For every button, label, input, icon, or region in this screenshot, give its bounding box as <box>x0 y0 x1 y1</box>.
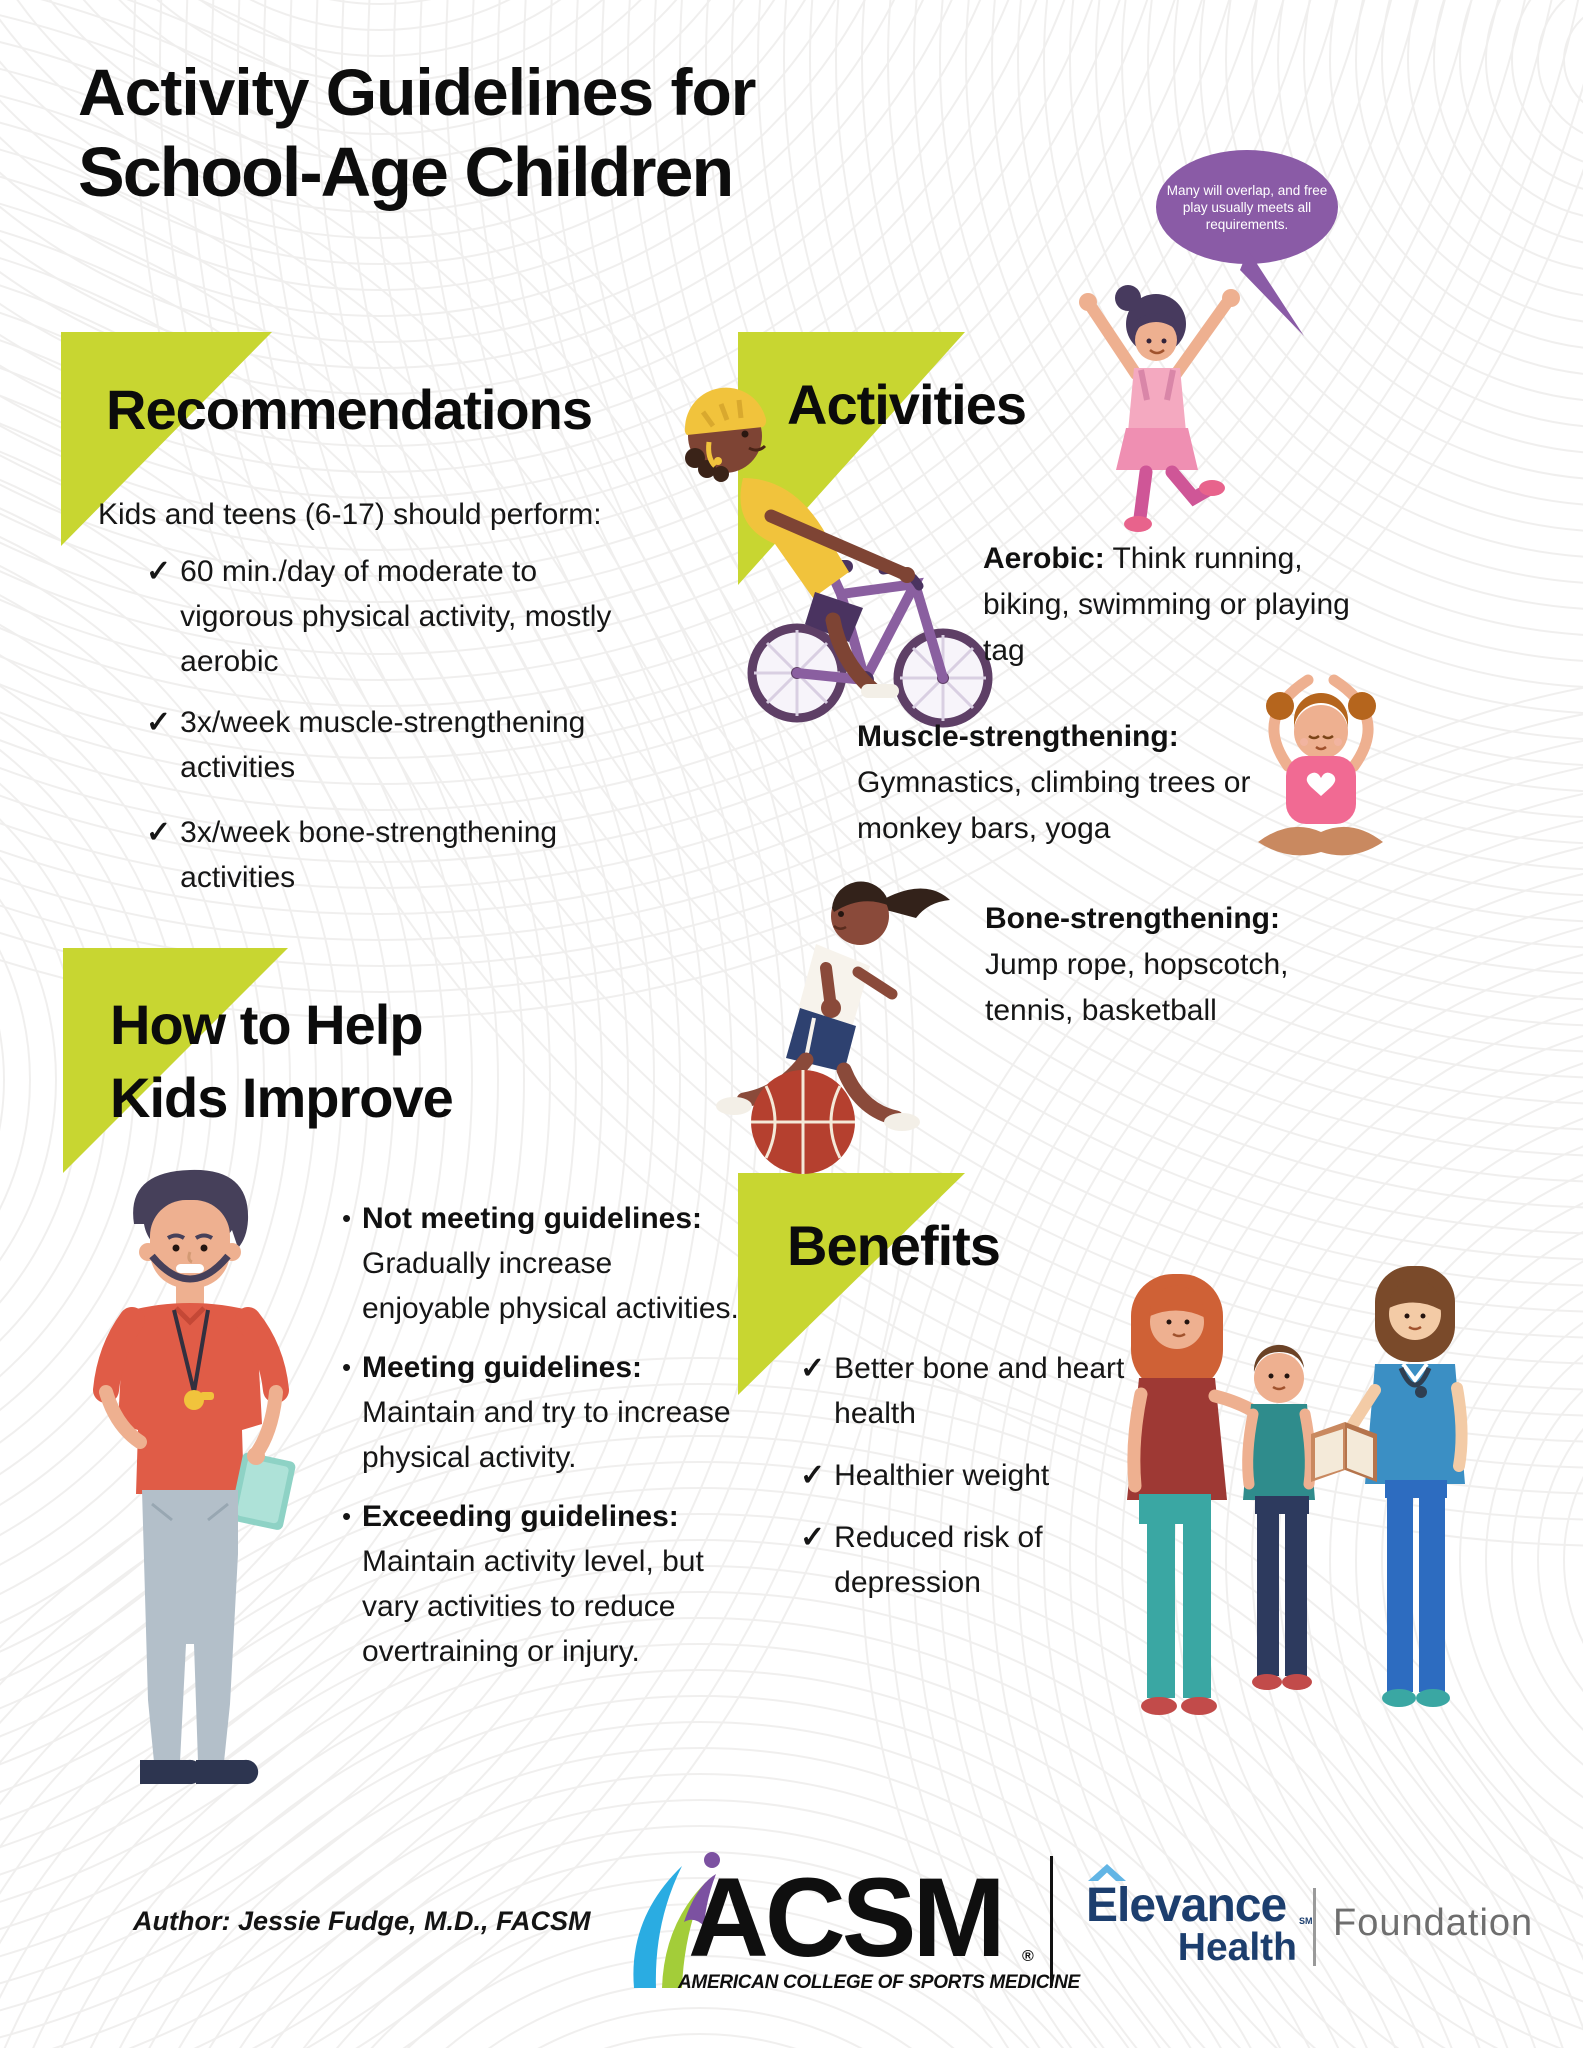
how-to-help-item-label: Exceeding guidelines: <box>362 1500 679 1533</box>
how-to-help-item: • Meeting guidelines: Maintain and try t… <box>342 1345 762 1480</box>
author-credit: Author: Jessie Fudge, M.D., FACSM <box>133 1906 591 1936</box>
recommendations-heading: Recommendations <box>106 378 593 441</box>
registered-trademark-symbol: ® <box>1022 1948 1034 1965</box>
activity-aerobic: Aerobic: Think running, biking, swimming… <box>983 536 1385 674</box>
foundation-label: Foundation <box>1333 1902 1534 1944</box>
activity-aerobic-text: Think running, biking, swimming or playi… <box>983 542 1350 667</box>
recommendation-item-text: 3x/week bone-strengthening activities <box>180 816 558 894</box>
how-to-help-item: • Not meeting guidelines: Gradually incr… <box>342 1196 762 1331</box>
bullet-icon: • <box>342 1501 352 1531</box>
benefit-item: ✓ Healthier weight <box>800 1453 1134 1498</box>
how-to-help-heading-line1: How to Help <box>110 993 424 1056</box>
benefit-item-text: Better bone and heart health <box>834 1352 1125 1430</box>
service-mark-symbol: SM <box>1299 1916 1313 1926</box>
yoga-girl-illustration <box>1258 674 1383 856</box>
checkmark-icon: ✓ <box>146 555 172 588</box>
acsm-logo-wordmark: ACSM <box>688 1855 1006 1980</box>
activity-bone: Bone-strengthening: Jump rope, hopscotch… <box>985 896 1355 1034</box>
activity-aerobic-label: Aerobic: <box>983 542 1105 575</box>
page-title-line1: Activity Guidelines for <box>78 55 756 129</box>
recommendation-item: ✓ 3x/week muscle-strengthening activitie… <box>146 700 621 790</box>
acsm-logo-subtitle: AMERICAN COLLEGE OF SPORTS MEDICINE <box>678 1972 1080 1993</box>
footer-divider <box>1050 1856 1053 1986</box>
checkmark-icon: ✓ <box>800 1521 826 1554</box>
how-to-help-heading-line2: Kids Improve <box>110 1066 454 1129</box>
how-to-help-item-text: Meeting guidelines: Maintain and try to … <box>362 1345 742 1480</box>
acsm-swoosh-logo-icon <box>633 1852 720 1988</box>
benefits-heading: Benefits <box>787 1214 1001 1277</box>
how-to-help-item: • Exceeding guidelines: Maintain activit… <box>342 1494 762 1674</box>
page-title-line2: School-Age Children <box>78 133 734 211</box>
how-to-help-item-text: Exceeding guidelines: Maintain activity … <box>362 1494 754 1674</box>
elevance-caret-icon <box>1088 1864 1126 1881</box>
recommendations-intro: Kids and teens (6-17) should perform: <box>98 498 602 531</box>
recommendation-item: ✓ 3x/week bone-strengthening activities <box>146 810 591 900</box>
how-to-help-item-text: Not meeting guidelines: Gradually increa… <box>362 1196 742 1331</box>
how-to-help-item-body: Maintain activity level, but vary activi… <box>362 1545 704 1668</box>
recommendation-item-text: 3x/week muscle-strengthening activities <box>180 706 586 784</box>
jumping-girl-illustration <box>1079 285 1240 532</box>
elevance-logo-line1: Elevance <box>1086 1879 1287 1932</box>
benefit-item-text: Reduced risk of depression <box>834 1521 1043 1599</box>
checkmark-icon: ✓ <box>146 706 172 739</box>
checkmark-icon: ✓ <box>800 1352 826 1385</box>
benefits-list: ✓ Better bone and heart health ✓ Healthi… <box>800 1346 1134 1605</box>
activity-muscle-label: Muscle-strengthening: <box>857 720 1179 753</box>
how-to-help-item-body: Gradually increase enjoyable physical ac… <box>362 1247 739 1325</box>
activity-muscle: Muscle-strengthening: Gymnastics, climbi… <box>857 714 1282 852</box>
elevance-logo-line2: Health <box>1177 1926 1297 1969</box>
recommendation-item: ✓ 60 min./day of moderate to vigorous ph… <box>146 549 631 684</box>
foundation-divider <box>1313 1888 1316 1966</box>
coach-man-illustration <box>93 1169 296 1784</box>
activity-bone-text: Jump rope, hopscotch, tennis, basketball <box>985 948 1289 1027</box>
family-nurse-illustration <box>1127 1266 1468 1715</box>
speech-bubble-text: Many will overlap, and free play usually… <box>1166 182 1328 232</box>
speech-bubble: Many will overlap, and free play usually… <box>1156 150 1338 264</box>
activities-heading: Activities <box>787 373 1027 436</box>
checkmark-icon: ✓ <box>800 1459 826 1492</box>
biking-kid-illustration <box>684 387 993 728</box>
how-to-help-list: • Not meeting guidelines: Gradually incr… <box>342 1196 762 1688</box>
bullet-icon: • <box>342 1203 352 1233</box>
activity-muscle-text: Gymnastics, climbing trees or monkey bar… <box>857 766 1251 845</box>
benefit-item: ✓ Better bone and heart health <box>800 1346 1134 1436</box>
how-to-help-item-label: Not meeting guidelines: <box>362 1202 703 1235</box>
speech-bubble-tail <box>1240 250 1304 336</box>
how-to-help-item-label: Meeting guidelines: <box>362 1351 643 1384</box>
recommendation-item-text: 60 min./day of moderate to vigorous phys… <box>180 555 612 678</box>
how-to-help-item-body: Maintain and try to increase physical ac… <box>362 1396 731 1474</box>
benefit-item-text: Healthier weight <box>834 1459 1050 1492</box>
checkmark-icon: ✓ <box>146 816 172 849</box>
basketball-girl-illustration <box>716 881 950 1174</box>
benefit-item: ✓ Reduced risk of depression <box>800 1515 1134 1605</box>
activity-bone-label: Bone-strengthening: <box>985 902 1280 935</box>
bullet-icon: • <box>342 1352 352 1382</box>
